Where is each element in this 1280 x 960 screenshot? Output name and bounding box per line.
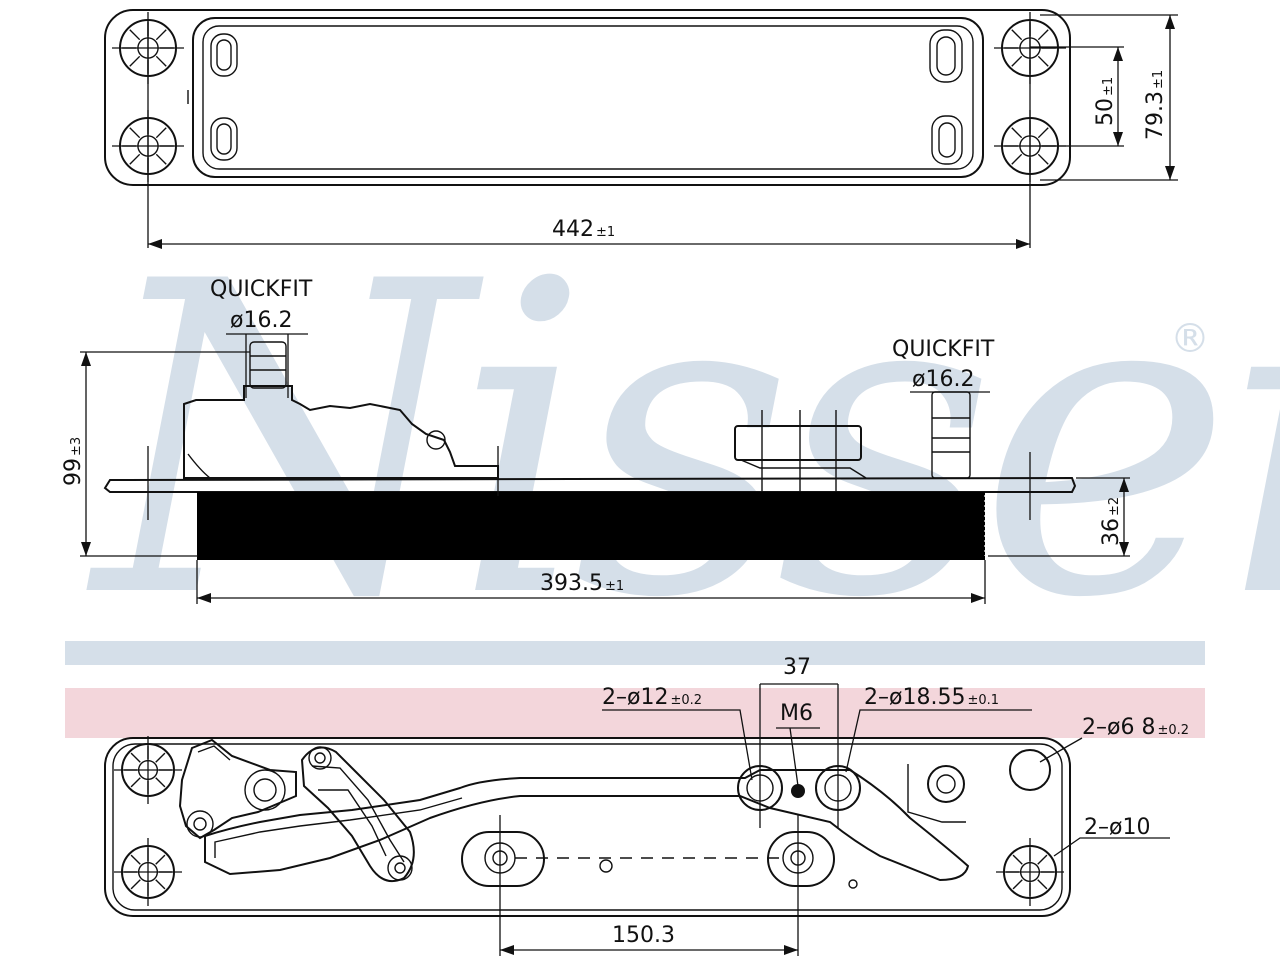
bracket-bolt-icon bbox=[394, 862, 406, 874]
small-hole-icon bbox=[599, 859, 613, 873]
housing-plug-icon bbox=[426, 430, 446, 450]
flow-channel bbox=[204, 769, 970, 882]
inlet-housing bbox=[178, 738, 297, 840]
mount-boss bbox=[461, 831, 545, 887]
quickfit-right-diameter: ø16.2 bbox=[912, 367, 974, 392]
inlet-port-icon bbox=[253, 778, 277, 802]
bottom-view-outer-plate bbox=[104, 737, 1071, 917]
dim-height-inner-value: 50±1 bbox=[1093, 77, 1118, 126]
dim-core-height-value: 36±2 bbox=[1099, 497, 1124, 546]
top-view-core-inner bbox=[202, 25, 974, 170]
top-view-core-outer bbox=[192, 17, 984, 178]
fitting-clip bbox=[907, 764, 966, 823]
fitting-icon bbox=[927, 765, 965, 803]
side-view: QUICKFIT ø16.2 QUICKFIT ø16.2 99±3 36±2 bbox=[61, 277, 1130, 604]
bracket-arm-rib bbox=[318, 789, 387, 857]
bracket-bolt-icon bbox=[308, 746, 332, 770]
inlet-bolt-icon bbox=[186, 810, 214, 838]
quickfit-right-label: QUICKFIT bbox=[892, 337, 995, 362]
hole-corner-leader bbox=[1053, 837, 1170, 857]
inlet-port-icon bbox=[244, 769, 286, 811]
port-slot-icon bbox=[931, 115, 963, 165]
bolt-icon bbox=[114, 736, 182, 804]
port-small-label: 2–ø12±0.2 bbox=[602, 685, 702, 710]
quickfit-left-connector bbox=[249, 341, 287, 389]
port-slot-icon bbox=[216, 123, 232, 155]
bracket-bolt-icon bbox=[387, 855, 413, 881]
port-large-leader bbox=[845, 709, 1032, 773]
housing-curve bbox=[187, 453, 211, 479]
port-large-label: 2–ø18.55±0.1 bbox=[864, 685, 999, 710]
dim-length-value: 442±1 bbox=[552, 217, 615, 242]
inlet-housing-edge bbox=[197, 745, 231, 761]
watermark: Nissens ® bbox=[65, 192, 1280, 738]
boss-base bbox=[740, 459, 867, 479]
mount-boss bbox=[767, 831, 835, 887]
bracket-arm-rib bbox=[311, 765, 405, 863]
thread-m6-icon bbox=[791, 784, 805, 798]
dim-hole-spacing-value: 150.3 bbox=[612, 923, 675, 948]
side-view-fin-block bbox=[197, 492, 985, 560]
dim-height-50: 50±1 bbox=[1030, 46, 1124, 147]
side-view-mount-boss bbox=[734, 425, 862, 461]
port-slot-icon bbox=[210, 117, 238, 161]
flow-channel-inner bbox=[214, 797, 463, 858]
watermark-registered-mark: ® bbox=[1170, 316, 1210, 362]
top-view: 442±1 79.3±1 50±1 bbox=[104, 9, 1178, 249]
bottom-view-corner-bolts bbox=[114, 736, 1064, 906]
dim-height-79: 79.3±1 bbox=[1040, 14, 1178, 181]
bottom-view-inner-plate bbox=[112, 743, 1063, 911]
bottom-view: 37 M6 2–ø12±0.2 2–ø18.55±0.1 2–ø6 8±0.2 … bbox=[104, 655, 1189, 956]
dim-length-442: 442±1 bbox=[147, 20, 1031, 249]
port-slot-icon bbox=[936, 36, 956, 76]
dim-core-height-36: 36±2 bbox=[988, 477, 1130, 557]
watermark-red-band bbox=[65, 688, 1205, 738]
dim-height-outer-value: 79.3±1 bbox=[1143, 70, 1168, 140]
dim-core-length-393: 393.5±1 bbox=[196, 560, 986, 604]
thread-label: M6 bbox=[780, 701, 813, 726]
small-hole-icon bbox=[848, 879, 858, 889]
dim-total-height-99: 99±3 bbox=[61, 351, 250, 557]
port-slot-icon bbox=[929, 29, 963, 83]
fitting-icon bbox=[936, 774, 956, 794]
top-view-port-slots bbox=[210, 29, 963, 165]
top-view-bolt-group bbox=[112, 12, 1066, 182]
side-view-left-housing bbox=[183, 385, 499, 479]
quickfit-left-label: QUICKFIT bbox=[210, 277, 313, 302]
port-slot-icon bbox=[938, 122, 956, 158]
bolt-icon bbox=[114, 838, 182, 906]
bolt-icon bbox=[996, 838, 1064, 906]
bracket-bolt-icon bbox=[314, 752, 326, 764]
watermark-blue-band bbox=[65, 641, 1205, 665]
dim-port-spacing-value: 37 bbox=[783, 655, 811, 680]
port-slot-icon bbox=[216, 39, 232, 71]
dim-port-spacing-37: 37 bbox=[759, 655, 839, 828]
inlet-bolt-icon bbox=[193, 817, 207, 831]
side-view-base-plate bbox=[103, 476, 1077, 493]
quickfit-left-diameter: ø16.2 bbox=[230, 308, 292, 333]
watermark-brand: Nissens bbox=[82, 192, 1280, 692]
top-view-outer-plate bbox=[104, 9, 1071, 186]
mount-hole-icon bbox=[1009, 749, 1051, 791]
port-slot-icon bbox=[210, 33, 238, 77]
dim-core-length-value: 393.5±1 bbox=[540, 571, 624, 596]
hole-corner-label: 2–ø10 bbox=[1084, 815, 1150, 840]
dim-total-height-value: 99±3 bbox=[61, 437, 86, 486]
dim-hole-spacing-150: 150.3 bbox=[499, 815, 799, 956]
port-small-leader bbox=[602, 709, 753, 781]
hole-mount-label: 2–ø6 8±0.2 bbox=[1082, 715, 1189, 740]
